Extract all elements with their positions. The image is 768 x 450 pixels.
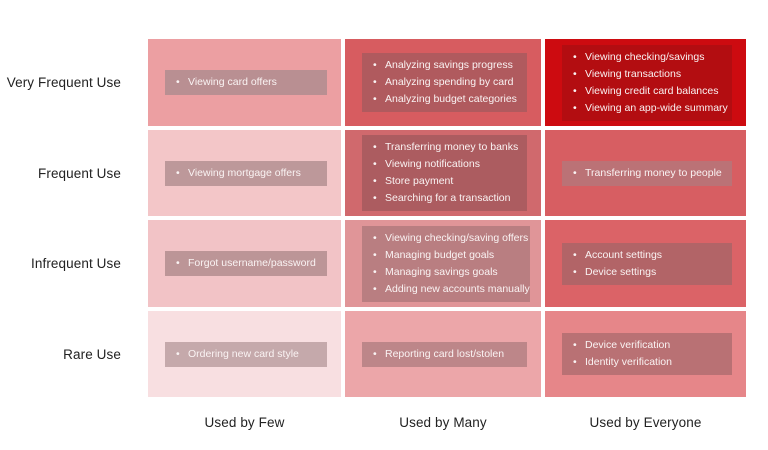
usage-item: Searching for a transaction xyxy=(362,190,527,207)
item-group-box: Transferring money to banksViewing notif… xyxy=(362,135,527,211)
item-group-box: Transferring money to people xyxy=(562,160,732,186)
usage-item-list: Ordering new card style xyxy=(165,346,327,363)
usage-item-list: Viewing mortgage offers xyxy=(165,165,327,182)
usage-item-list: Viewing checking/saving offersManaging b… xyxy=(362,230,530,298)
item-group-box: Ordering new card style xyxy=(165,341,327,367)
usage-item: Reporting card lost/stolen xyxy=(362,346,527,363)
usage-item: Viewing notifications xyxy=(362,156,527,173)
matrix-cell: Viewing checking/savingsViewing transact… xyxy=(545,39,746,126)
matrix-cell: Forgot username/password xyxy=(148,220,341,307)
usage-item-list: Viewing card offers xyxy=(165,74,327,91)
usage-item-list: Transferring money to people xyxy=(562,165,732,182)
matrix-cell: Transferring money to people xyxy=(545,130,746,216)
item-group-box: Forgot username/password xyxy=(165,251,327,276)
usage-item: Device verification xyxy=(562,337,732,354)
usage-item: Viewing mortgage offers xyxy=(165,165,327,182)
column-label: Used by Few xyxy=(204,415,285,430)
usage-item: Analyzing spending by card xyxy=(362,74,527,91)
usage-item: Analyzing savings progress xyxy=(362,57,527,74)
usage-item: Viewing card offers xyxy=(165,74,327,91)
usage-item: Device settings xyxy=(562,264,732,281)
item-group-box: Viewing checking/savingsViewing transact… xyxy=(562,44,732,121)
usage-item-list: Viewing checking/savingsViewing transact… xyxy=(562,49,732,117)
usage-item-list: Analyzing savings progressAnalyzing spen… xyxy=(362,57,527,108)
usage-item: Adding new accounts manually xyxy=(362,281,530,298)
matrix-cell: Viewing mortgage offers xyxy=(148,130,341,216)
item-group-box: Account settingsDevice settings xyxy=(562,242,732,285)
matrix-cell: Account settingsDevice settings xyxy=(545,220,746,307)
matrix-grid: Very Frequent UseViewing card offersAnal… xyxy=(0,39,746,445)
usage-item: Viewing credit card balances xyxy=(562,83,732,100)
usage-item: Viewing transactions xyxy=(562,66,732,83)
usage-item: Forgot username/password xyxy=(165,255,327,272)
column-label: Used by Many xyxy=(399,415,487,430)
usage-item: Store payment xyxy=(362,173,527,190)
item-group-box: Analyzing savings progressAnalyzing spen… xyxy=(362,53,527,112)
matrix-cell: Transferring money to banksViewing notif… xyxy=(345,130,541,216)
item-group-box: Viewing checking/saving offersManaging b… xyxy=(362,225,530,302)
usage-item: Managing budget goals xyxy=(362,247,530,264)
usage-item-list: Transferring money to banksViewing notif… xyxy=(362,139,527,207)
usage-item-list: Reporting card lost/stolen xyxy=(362,346,527,363)
usage-item-list: Account settingsDevice settings xyxy=(562,247,732,281)
usage-item: Identity verification xyxy=(562,354,732,371)
row-label: Frequent Use xyxy=(38,165,121,181)
matrix-cell: Viewing checking/saving offersManaging b… xyxy=(345,220,541,307)
usage-item: Ordering new card style xyxy=(165,346,327,363)
usage-item: Account settings xyxy=(562,247,732,264)
usage-item-list: Forgot username/password xyxy=(165,255,327,272)
matrix-cell: Reporting card lost/stolen xyxy=(345,311,541,397)
matrix-cell: Device verificationIdentity verification xyxy=(545,311,746,397)
usage-item: Viewing checking/savings xyxy=(562,49,732,66)
matrix-cell: Viewing card offers xyxy=(148,39,341,126)
item-group-box: Device verificationIdentity verification xyxy=(562,333,732,375)
usage-item: Transferring money to people xyxy=(562,165,732,182)
row-label: Rare Use xyxy=(63,346,121,362)
usage-item: Viewing an app-wide summary xyxy=(562,100,732,117)
item-group-box: Viewing mortgage offers xyxy=(165,160,327,186)
item-group-box: Reporting card lost/stolen xyxy=(362,341,527,367)
usage-item: Managing savings goals xyxy=(362,264,530,281)
usage-item-list: Device verificationIdentity verification xyxy=(562,337,732,371)
matrix-cell: Analyzing savings progressAnalyzing spen… xyxy=(345,39,541,126)
row-label: Very Frequent Use xyxy=(6,75,121,90)
row-label: Infrequent Use xyxy=(31,256,121,271)
item-group-box: Viewing card offers xyxy=(165,70,327,95)
matrix-cell: Ordering new card style xyxy=(148,311,341,397)
usage-item: Viewing checking/saving offers xyxy=(362,230,530,247)
usage-item: Analyzing budget categories xyxy=(362,91,527,108)
column-label: Used by Everyone xyxy=(589,415,702,430)
corner-spacer xyxy=(0,401,144,445)
usage-item: Transferring money to banks xyxy=(362,139,527,156)
